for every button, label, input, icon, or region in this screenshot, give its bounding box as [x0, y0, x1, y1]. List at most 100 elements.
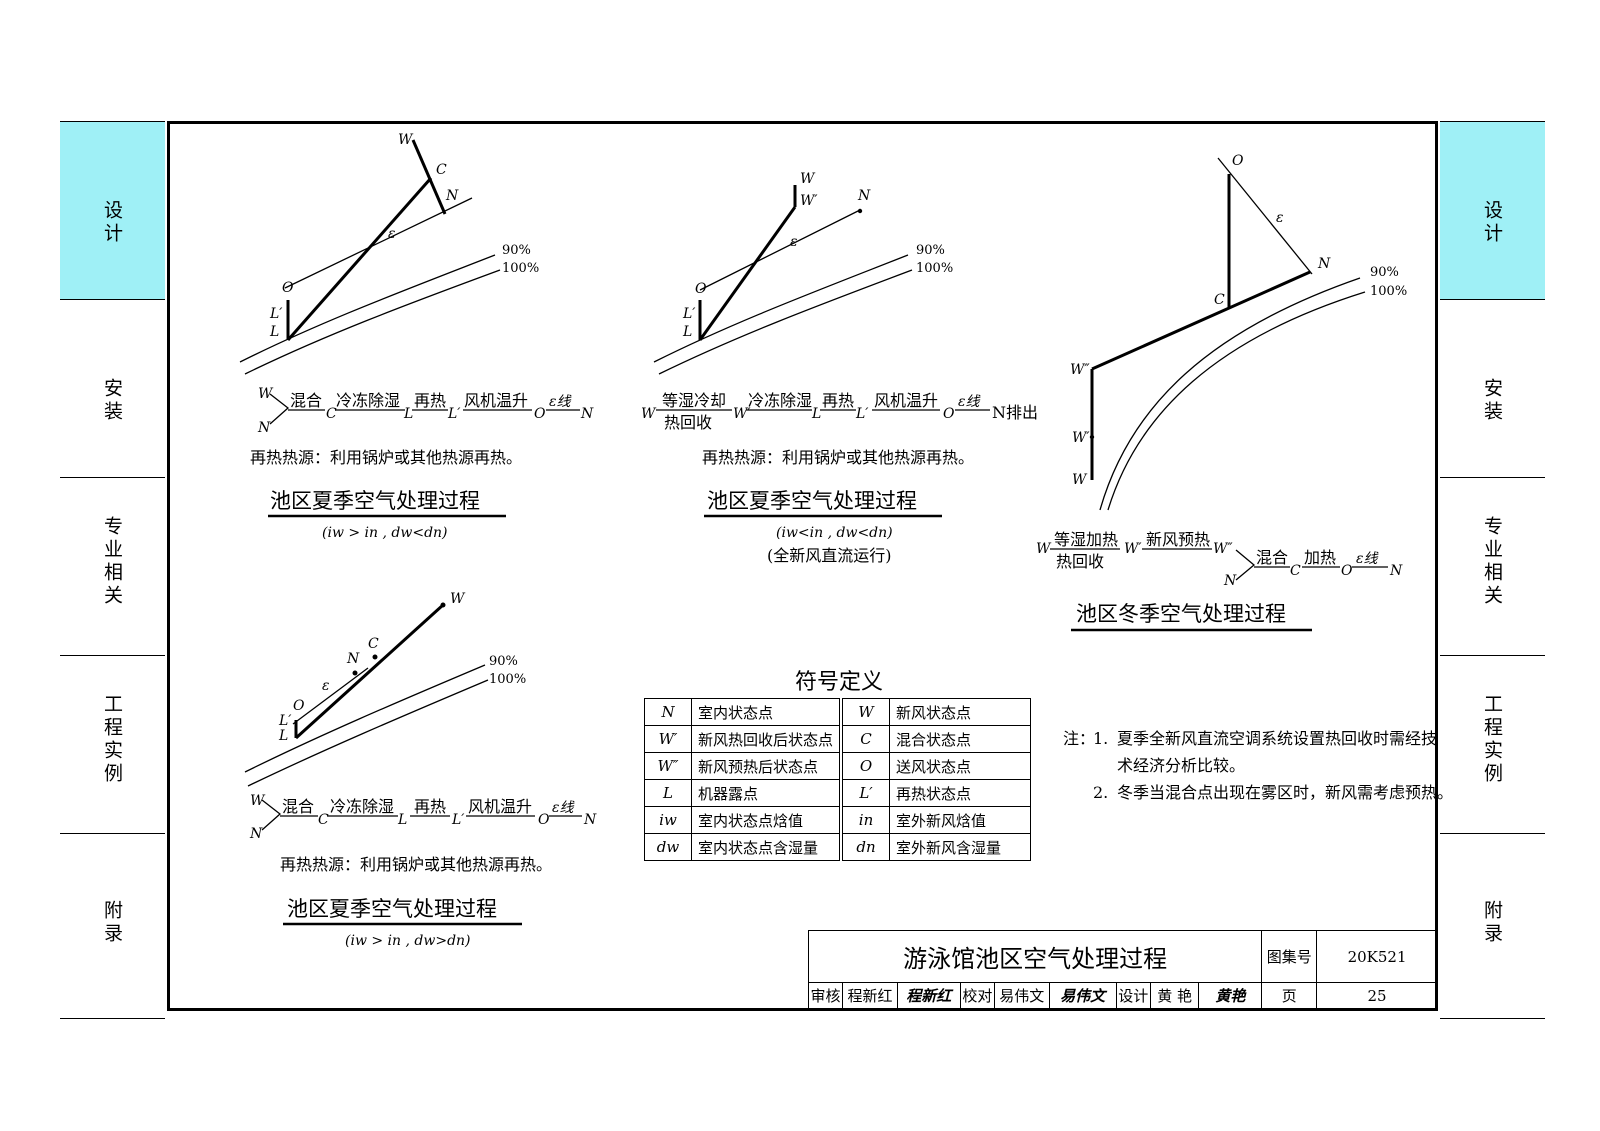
symbols-title: 符号定义	[795, 670, 884, 695]
symbol-desc: 室外新风含湿量	[889, 833, 1032, 861]
symbol-desc: 新风状态点	[889, 698, 1032, 726]
pt-epsilon: ε	[790, 234, 798, 250]
note-1: 再热热源：利用锅炉或其他热源再热。	[250, 448, 522, 467]
pt-O: O	[695, 281, 707, 297]
svg-text:N: N	[1389, 563, 1403, 579]
svg-text:W: W	[250, 793, 266, 809]
symbol-cell: L′	[842, 779, 891, 807]
curve-90	[244, 664, 486, 773]
symbol-desc: 机器露点	[690, 779, 841, 807]
symbol-desc: 送风状态点	[889, 752, 1032, 780]
svg-text:L: L	[397, 812, 407, 828]
side-tab-install[interactable]: 安装	[60, 299, 165, 478]
title-3: 池区冬季空气处理过程	[1076, 602, 1286, 626]
pt-Lp: L′	[278, 713, 292, 729]
svg-text:冷冻除湿: 冷冻除湿	[748, 391, 812, 410]
label-100: 100%	[1370, 284, 1407, 299]
pt-W2: W″	[1070, 362, 1090, 378]
side-tab-related-right[interactable]: 专业相关	[1440, 477, 1545, 656]
epsilon-line	[292, 667, 369, 725]
atlas-label: 图集号	[1261, 930, 1318, 983]
curve-100	[247, 679, 489, 787]
side-tab-install-right[interactable]: 安装	[1440, 299, 1545, 478]
pt-epsilon: ε	[388, 226, 396, 242]
pt-O: O	[282, 280, 294, 296]
line-w2-n	[1091, 270, 1311, 371]
diagram-1: W C N ε O L′ L 90% 100% W N 混合 C 冷冻除湿 L …	[239, 132, 594, 541]
svg-text:N: N	[1223, 573, 1237, 589]
svg-text:W″: W″	[1213, 541, 1233, 557]
svg-text:N: N	[583, 812, 597, 828]
note-4: 再热热源：利用锅炉或其他热源再热。	[280, 855, 552, 874]
pt-L: L	[278, 728, 288, 744]
svg-text:混合: 混合	[1256, 548, 1288, 567]
svg-text:风机温升: 风机温升	[874, 391, 938, 410]
curve-90	[653, 254, 909, 363]
svg-text:等湿冷却: 等湿冷却	[662, 391, 726, 410]
process-1: W N 混合 C 冷冻除湿 L 再热 L′ 风机温升 O ε线 N	[257, 386, 594, 436]
note-item-1-cont: 术经济分析比较。	[1117, 756, 1246, 775]
svg-text:加热: 加热	[1304, 548, 1336, 567]
side-tab-examples[interactable]: 工程实例	[60, 655, 165, 834]
epsilon-line	[699, 209, 861, 291]
left-side-tabs: 设计 安装 专业相关 工程实例 附录	[60, 121, 165, 1019]
svg-text:N排出: N排出	[992, 403, 1038, 422]
symbol-desc: 室外新风焓值	[889, 806, 1032, 834]
svg-text:L′: L′	[855, 406, 869, 422]
pt-C: C	[368, 636, 379, 652]
diagram-3: O ε N C W″ W′ W 90% 100% W 等湿加热 热回收 W′ 新…	[1036, 153, 1407, 632]
svg-text:L′: L′	[451, 812, 465, 828]
condition-2b: (全新风直流运行)	[767, 546, 892, 565]
label-90: 90%	[489, 654, 518, 669]
side-tab-design[interactable]: 设计	[60, 121, 165, 300]
side-divider-right	[1440, 1018, 1545, 1019]
symbol-desc: 再热状态点	[889, 779, 1032, 807]
drawing-frame	[167, 121, 1438, 1011]
svg-text:风机温升: 风机温升	[468, 797, 532, 816]
pt-W: W	[450, 591, 466, 607]
pt-L: L	[269, 324, 279, 340]
symbol-cell: in	[842, 806, 891, 834]
pt-epsilon: ε	[1276, 210, 1284, 226]
svg-text:O: O	[534, 406, 546, 422]
svg-text:N: N	[580, 406, 594, 422]
svg-text:风机温升: 风机温升	[464, 391, 528, 410]
reviewer: 程新红	[842, 982, 898, 1009]
curve-90	[239, 254, 496, 363]
svg-text:ε线: ε线	[552, 800, 576, 816]
svg-text:C: C	[318, 812, 329, 828]
side-divider	[60, 1018, 165, 1019]
side-tab-related[interactable]: 专业相关	[60, 477, 165, 656]
svg-text:ε线: ε线	[958, 394, 982, 410]
condition-2: (iw<in , dw<dn)	[776, 525, 893, 541]
side-tab-appendix[interactable]: 附录	[60, 833, 165, 1019]
symbol-cell: N	[644, 698, 692, 726]
side-tab-examples-right[interactable]: 工程实例	[1440, 655, 1545, 834]
drawing-title: 游泳馆池区空气处理过程	[807, 930, 1263, 983]
svg-text:W: W	[641, 406, 657, 422]
symbol-desc: 室内状态点含湿量	[690, 833, 841, 861]
symbol-cell: iw	[644, 806, 692, 834]
side-tab-design-right[interactable]: 设计	[1440, 121, 1545, 300]
symbol-desc: 混合状态点	[889, 725, 1032, 753]
label-90: 90%	[502, 243, 531, 258]
notes-label: 注：	[1063, 729, 1096, 748]
symbol-desc: 新风热回收后状态点	[690, 725, 841, 753]
symbol-cell: W′	[644, 725, 692, 753]
symbol-desc: 室内状态点	[690, 698, 841, 726]
pt-W: W	[1072, 472, 1088, 488]
svg-text:再热: 再热	[414, 391, 446, 410]
diagram-2: W W′ N ε O L′ L 90% 100% W 等湿冷却 热回收 W′ 冷…	[641, 171, 1038, 565]
label-100: 100%	[489, 672, 526, 687]
epsilon-line	[284, 197, 473, 289]
svg-text:热回收: 热回收	[1056, 552, 1104, 571]
side-tab-appendix-right[interactable]: 附录	[1440, 833, 1545, 1019]
title-2: 池区夏季空气处理过程	[707, 489, 917, 513]
